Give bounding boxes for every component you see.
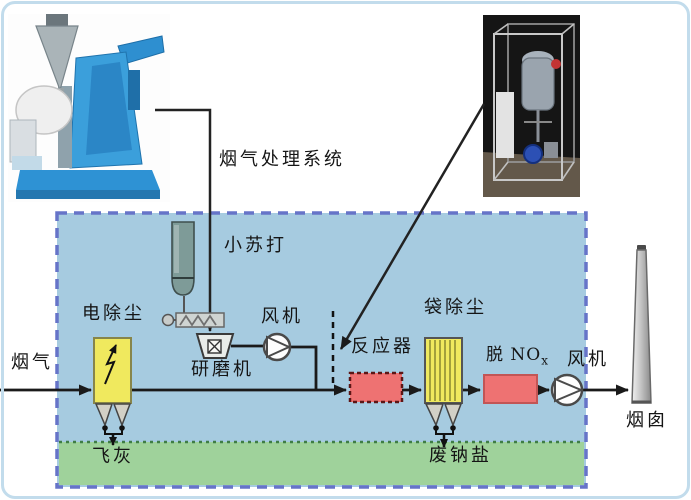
system-boundary	[55, 211, 588, 489]
screw-coil	[179, 314, 217, 327]
frame-edge	[561, 161, 575, 181]
side-unit	[9, 119, 37, 163]
machine-panel	[86, 62, 132, 155]
denox-text: 脱 NO	[486, 345, 542, 365]
bag-hopper-right	[443, 403, 463, 428]
machine-detail	[128, 70, 140, 110]
reactor-label: 反应器	[351, 336, 414, 357]
system-title: 烟气处理系统	[219, 149, 345, 170]
fly-ash-label: 飞灰	[92, 446, 134, 467]
fan1-symbol	[262, 332, 292, 362]
esp-hopper-left	[94, 403, 114, 428]
blue-pump	[523, 144, 543, 164]
fan2-symbol	[550, 373, 584, 407]
control-panel	[496, 92, 514, 158]
mill-equipment-photo	[8, 14, 170, 202]
feed-cone	[35, 25, 79, 92]
bag-filter-unit	[424, 337, 463, 448]
mill-to-grinder-connector	[155, 108, 216, 332]
silo-highlight	[174, 225, 179, 273]
fan1-label: 风机	[261, 306, 303, 327]
bag-filter-label: 袋除尘	[424, 297, 487, 318]
photo-to-reactor-connector	[339, 103, 486, 350]
solids-zone	[59, 442, 584, 485]
reactor-box	[348, 371, 404, 404]
bag-hopper-left	[424, 403, 445, 428]
esp-unit	[93, 337, 132, 446]
fan-blade	[554, 377, 584, 403]
reactor-skid-photo	[483, 15, 580, 197]
waste-sodium-salt-label: 废钠盐	[429, 445, 492, 466]
frame-front	[493, 33, 563, 181]
vessel	[521, 57, 555, 111]
frame-edge	[493, 161, 509, 181]
feeder-motor	[161, 313, 175, 327]
flow-lines	[0, 344, 629, 396]
lightning-icon	[104, 344, 117, 385]
esp-label: 电除尘	[82, 303, 145, 324]
flue-gas-label: 烟气	[11, 352, 53, 373]
side-unit-base	[12, 156, 42, 170]
screw-feeder	[161, 296, 225, 328]
esp-hopper-right	[112, 403, 132, 428]
machine-base	[16, 170, 160, 190]
motor	[544, 142, 558, 158]
red-valve	[551, 59, 561, 69]
fan2-label: 风机	[567, 349, 609, 370]
chimney-stack	[631, 245, 652, 404]
grinder-x	[207, 339, 222, 354]
chimney-label: 烟囱	[626, 410, 668, 431]
machine-base-front	[16, 190, 160, 199]
hopper-top	[46, 14, 68, 28]
fan-blade	[266, 335, 292, 359]
grinder-label: 研磨机	[191, 359, 254, 380]
fan-return-line	[290, 345, 318, 389]
system-boundary-border	[55, 211, 588, 489]
bag-stripes	[429, 340, 456, 401]
baking-soda-label: 小苏打	[224, 235, 287, 256]
frame-edge	[493, 23, 509, 35]
denox-box	[483, 374, 538, 404]
denox-label: 脱 NOx	[486, 345, 548, 368]
baking-soda-silo	[171, 221, 195, 296]
grinder-unit	[195, 333, 235, 359]
esp-body	[93, 337, 132, 404]
denox-subscript: x	[541, 353, 548, 368]
frame-edge	[561, 23, 575, 35]
chimney-body	[631, 249, 652, 404]
